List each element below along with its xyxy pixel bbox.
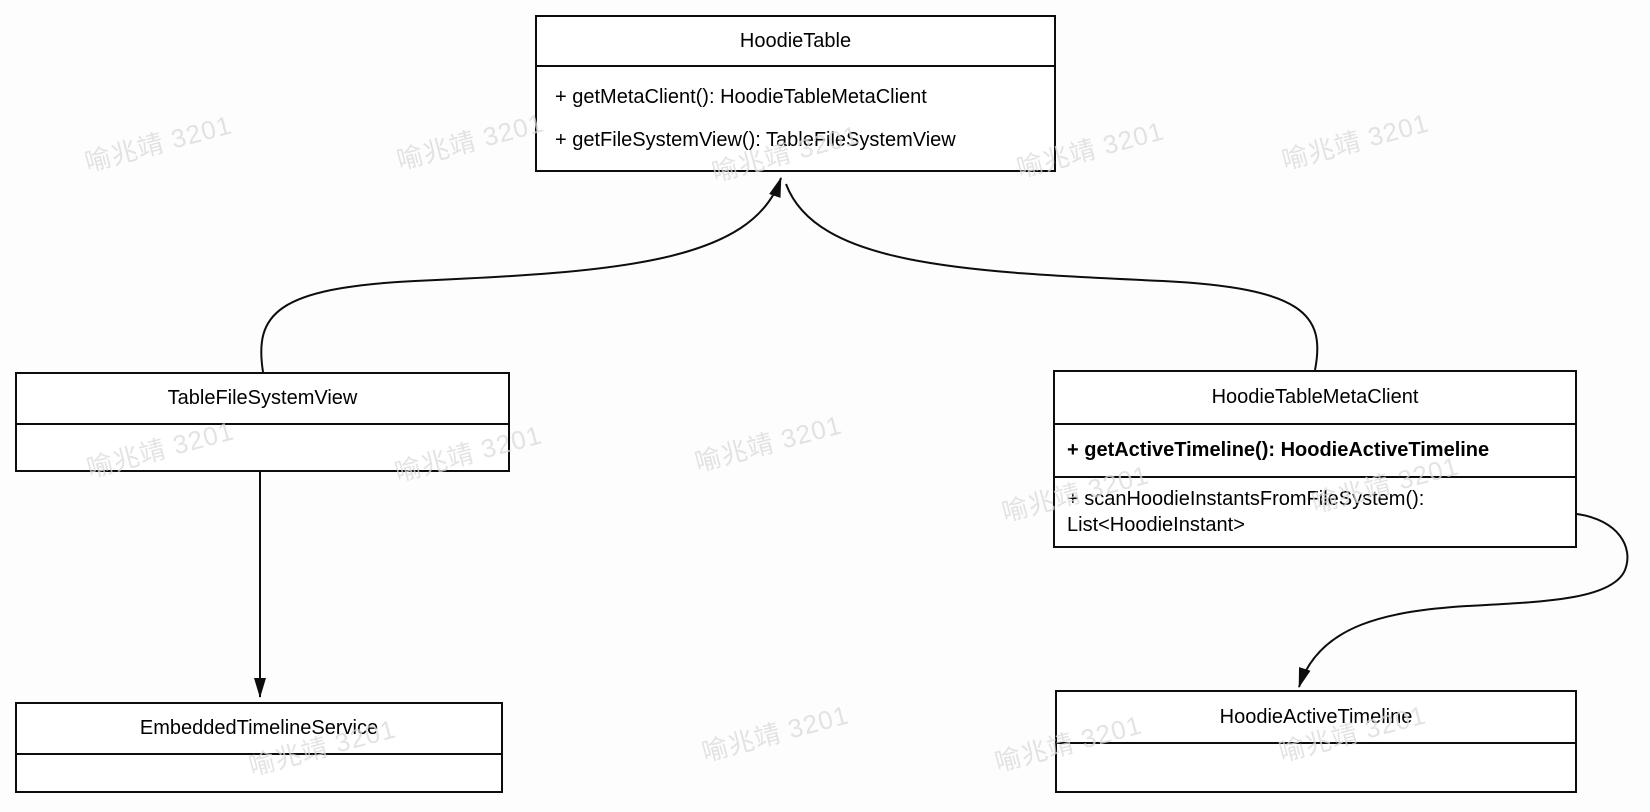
class-empty-compartment [17, 425, 508, 470]
class-box-tablefilesystemview: TableFileSystemView [15, 372, 510, 472]
method-getmetaclient: + getMetaClient(): HoodieTableMetaClient [555, 85, 927, 108]
class-empty-compartment [17, 755, 501, 791]
class-title-hoodietable: HoodieTable [537, 17, 1054, 67]
edge-hoodietablemetaclient-to-hoodietable [785, 183, 1319, 371]
class-title-tablefilesystemview: TableFileSystemView [17, 374, 508, 425]
method-scanhoodieinstants-line1: + scanHoodieInstantsFromFileSystem(): [1067, 488, 1425, 510]
method-scanhoodieinstants-line2: List<HoodieInstant> [1067, 514, 1245, 536]
edge-hoodietablemetaclient-to-hoodieactivetimeline [1298, 513, 1629, 688]
class-box-hoodietablemetaclient: HoodieTableMetaClient + getActiveTimelin… [1053, 370, 1577, 548]
class-methods-compartment-2: + scanHoodieInstantsFromFileSystem(): Li… [1055, 476, 1575, 546]
class-methods-hoodietable: + getMetaClient(): HoodieTableMetaClient… [537, 67, 1054, 170]
class-box-hoodietable: HoodieTable + getMetaClient(): HoodieTab… [535, 15, 1056, 172]
method-getfilesystemview: + getFileSystemView(): TableFileSystemVi… [555, 128, 956, 151]
class-box-hoodieactivetimeline: HoodieActiveTimeline [1055, 690, 1577, 793]
class-box-embeddedtimelineservice: EmbeddedTimelineService [15, 702, 503, 793]
class-title-embeddedtimelineservice: EmbeddedTimelineService [17, 704, 501, 755]
class-empty-compartment [1057, 744, 1575, 791]
edge-tablefilesystemview-to-hoodietable [260, 177, 782, 373]
method-getactivetimeline: + getActiveTimeline(): HoodieActiveTimel… [1067, 439, 1490, 461]
class-title-hoodieactivetimeline: HoodieActiveTimeline [1057, 692, 1575, 744]
class-title-hoodietablemetaclient: HoodieTableMetaClient [1055, 372, 1575, 425]
class-methods-compartment-1: + getActiveTimeline(): HoodieActiveTimel… [1055, 425, 1575, 476]
